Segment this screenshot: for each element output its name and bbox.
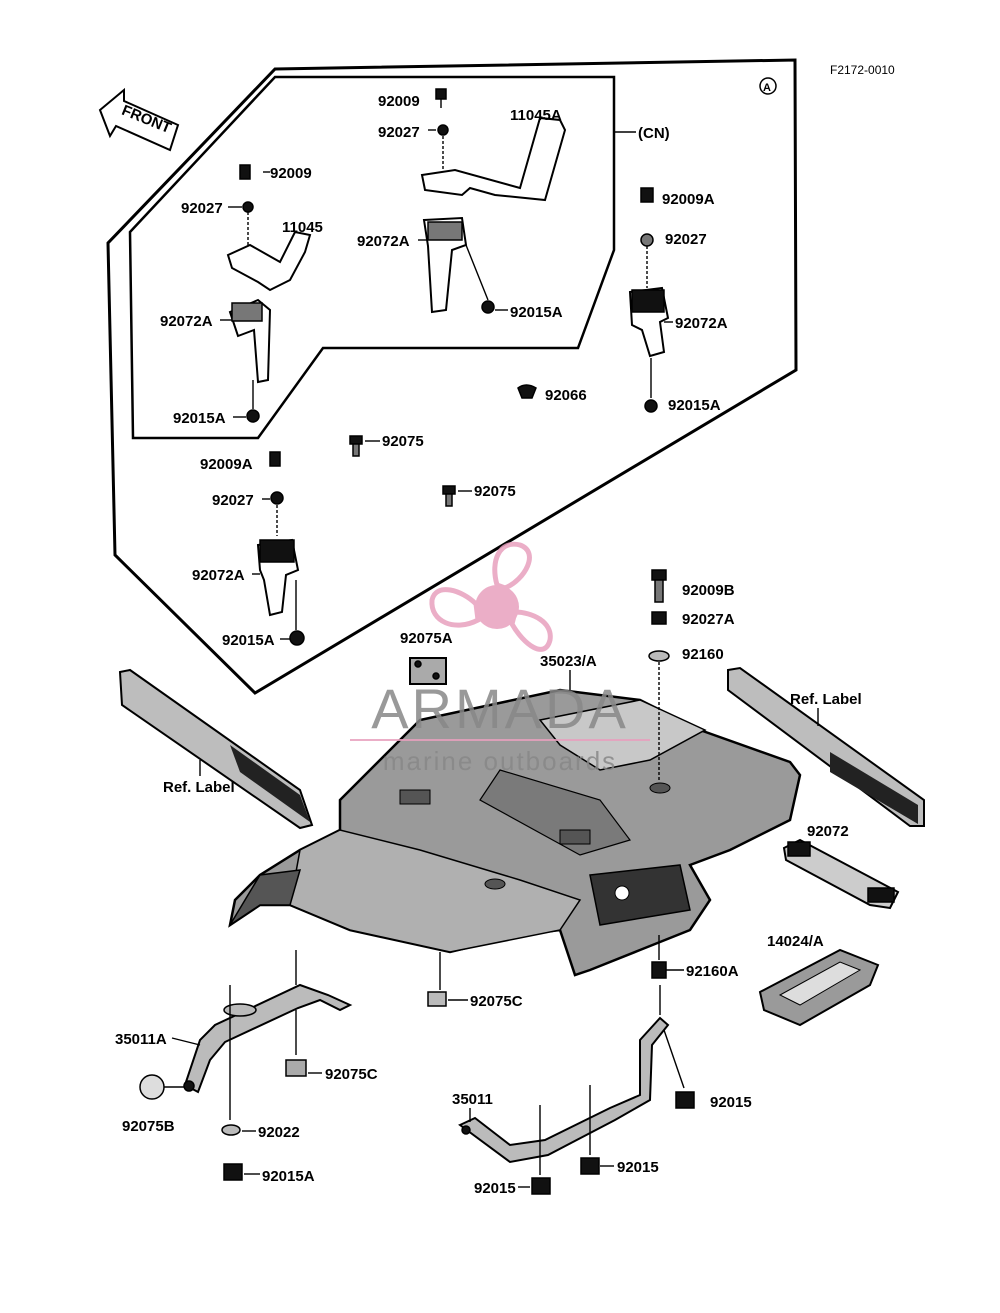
part-label: 92072 xyxy=(807,823,849,840)
part-label: 92015A xyxy=(510,304,563,321)
washer-icon xyxy=(270,491,284,505)
part-label: 92072A xyxy=(357,233,410,250)
part-label: 92027A xyxy=(682,611,735,628)
nut-icon xyxy=(481,300,495,314)
part-label: 92015A xyxy=(668,397,721,414)
nut-icon xyxy=(289,630,305,646)
part-label: 92072A xyxy=(192,567,245,584)
plug-92066 xyxy=(517,384,537,399)
part-label: 14024/A xyxy=(767,933,824,950)
part-label: 92015 xyxy=(617,1159,659,1176)
watermark-brand: ARMADA xyxy=(371,677,629,740)
part-label: 92027 xyxy=(181,200,223,217)
figure-code: F2172-0010 xyxy=(830,63,895,77)
assembly-boundary xyxy=(106,58,798,695)
front-arrow-icon: FRONT xyxy=(98,87,180,152)
nut-icon xyxy=(644,399,658,413)
part-label: 92015A xyxy=(262,1168,315,1185)
strap-92072 xyxy=(782,838,900,910)
part-label: 92072A xyxy=(160,313,213,330)
rear-fender-35023 xyxy=(228,688,802,977)
part-label: 92015 xyxy=(474,1180,516,1197)
part-label: 92072A xyxy=(675,315,728,332)
part-label: 92160A xyxy=(686,963,739,980)
bolt-icon xyxy=(435,88,447,100)
part-label: 92009 xyxy=(270,165,312,182)
part-label: 92009 xyxy=(378,93,420,110)
nut-92015a xyxy=(223,1163,243,1181)
ref-label-right: Ref. Label xyxy=(790,691,862,708)
part-label: 92015A xyxy=(173,410,226,427)
bolt-icon xyxy=(651,569,667,581)
part-label: 11045 xyxy=(282,219,323,236)
clamp-right-group xyxy=(628,187,670,413)
part-label: 35023/A xyxy=(540,653,597,670)
grommet-92160a xyxy=(651,961,667,979)
part-label: 92075C xyxy=(470,993,523,1010)
part-label: 92075C xyxy=(325,1066,378,1083)
part-label: 92075B xyxy=(122,1118,175,1135)
cn-variant-label: (CN) xyxy=(638,125,670,142)
part-label: 92027 xyxy=(665,231,707,248)
part-label: 92009B xyxy=(682,582,735,599)
part-label: 35011 xyxy=(452,1091,493,1108)
bolt-stack-right xyxy=(648,569,670,782)
part-label: 92027 xyxy=(378,124,420,141)
armada-watermark-logo xyxy=(429,541,553,652)
bracket-11045 xyxy=(226,230,312,292)
bolt-icon xyxy=(269,451,281,467)
washer-icon xyxy=(437,124,449,136)
washer-icon xyxy=(640,233,654,247)
nut-icon xyxy=(246,409,260,423)
part-label: 11045A xyxy=(510,107,562,124)
clip-92075c xyxy=(427,991,447,1007)
rivet-92075 xyxy=(349,435,363,457)
callout-a-marker: A xyxy=(759,77,777,95)
svg-text:A: A xyxy=(763,82,771,94)
clamp-lower-group xyxy=(256,451,305,646)
nut-92015 xyxy=(675,1091,695,1109)
ref-label-left-strip xyxy=(118,668,314,830)
bracket-35011a xyxy=(183,950,353,1120)
washer-92022 xyxy=(221,1124,241,1136)
part-label: 92027 xyxy=(212,492,254,509)
bolt-icon xyxy=(640,187,654,203)
washer-icon xyxy=(648,650,670,662)
part-label: 92075 xyxy=(382,433,424,450)
ref-label-right-strip xyxy=(727,666,925,827)
watermark-tagline: marine outboards xyxy=(383,746,617,776)
cn-variant-boundary xyxy=(128,75,616,440)
part-label: 92015 xyxy=(710,1094,752,1111)
pad-92075a xyxy=(409,657,447,685)
part-label: 92075 xyxy=(474,483,516,500)
nut-92015 xyxy=(580,1157,600,1175)
ref-label-left: Ref. Label xyxy=(163,779,235,796)
part-label: 92075A xyxy=(400,630,453,647)
part-label: 92009A xyxy=(662,191,715,208)
bracket-11045a-group xyxy=(420,88,567,314)
bracket-35011 xyxy=(458,985,685,1175)
rivet-92075 xyxy=(442,485,456,507)
washer-icon xyxy=(242,201,254,213)
pad-14024 xyxy=(758,948,880,1027)
clip-92075c xyxy=(285,1059,307,1077)
part-label: 35011A xyxy=(115,1031,167,1048)
part-label: 92015A xyxy=(222,632,275,649)
nut-92015 xyxy=(531,1177,551,1195)
cap-92075b xyxy=(139,1074,165,1100)
part-label: 92160 xyxy=(682,646,724,663)
part-label: 92022 xyxy=(258,1124,300,1141)
part-label: 92066 xyxy=(545,387,587,404)
nut-icon xyxy=(651,611,667,625)
bolt-icon xyxy=(239,164,251,180)
bracket-11045-group xyxy=(226,164,312,423)
part-label: 92009A xyxy=(200,456,253,473)
bracket-11045a xyxy=(420,116,567,202)
